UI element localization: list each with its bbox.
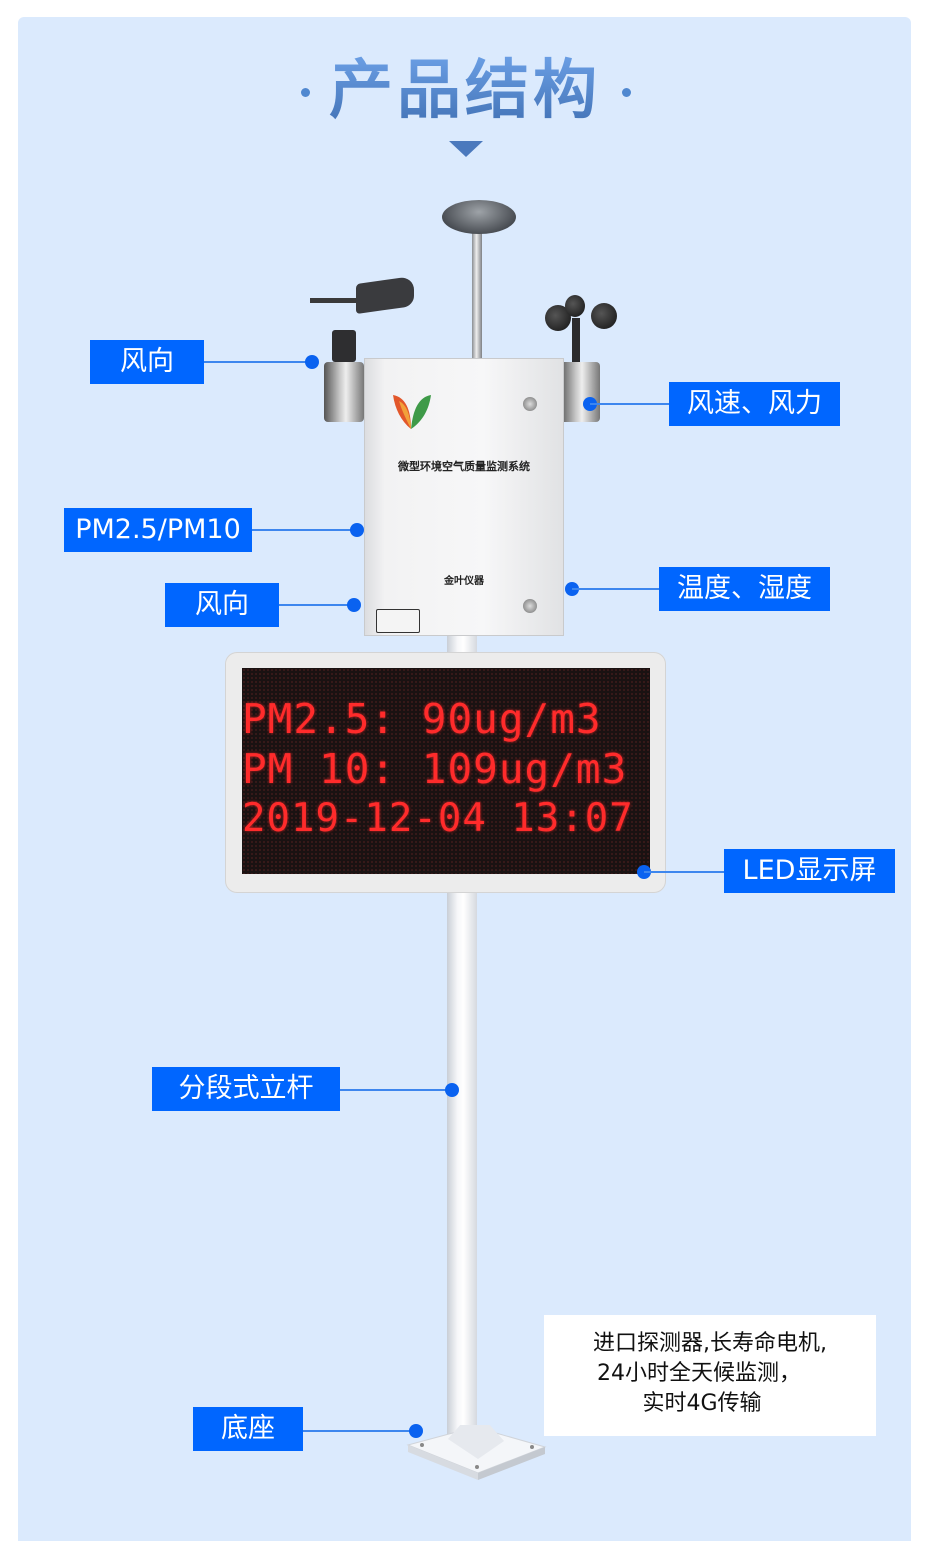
pole-upper bbox=[447, 636, 477, 656]
connector-line bbox=[279, 604, 354, 606]
wind-direction-sensor bbox=[324, 362, 364, 422]
connector-dot bbox=[445, 1083, 459, 1097]
led-display-screen: PM2.5: 90ug/m3 PM 10: 109ug/m3 2019-12-0… bbox=[242, 668, 650, 874]
brand-logo-icon bbox=[393, 395, 431, 429]
wind-speed-sensor bbox=[560, 362, 600, 422]
title-bullet-left bbox=[301, 88, 310, 97]
connector-line bbox=[252, 529, 355, 531]
connector-line bbox=[644, 871, 726, 873]
sensor-enclosure: 微型环境空气质量监测系统 金叶仪器 bbox=[364, 358, 564, 636]
anemometer-cup-right bbox=[591, 303, 617, 329]
screw-icon bbox=[523, 599, 537, 613]
label-wind-direction: 风向 bbox=[90, 340, 204, 384]
led-line-pm10: PM 10: 109ug/m3 bbox=[242, 745, 628, 793]
connector-dot bbox=[347, 598, 361, 612]
led-line-pm25: PM2.5: 90ug/m3 bbox=[242, 695, 602, 743]
segmented-pole bbox=[447, 890, 477, 1435]
label-wind-speed-force: 风速、风力 bbox=[669, 382, 840, 426]
wind-direction-sensor-head bbox=[332, 330, 356, 362]
label-led-display: LED显示屏 bbox=[724, 849, 895, 893]
label-base: 底座 bbox=[193, 1407, 303, 1451]
rain-shield bbox=[442, 200, 516, 234]
screw-icon bbox=[523, 397, 537, 411]
label-wind-direction: 风向 bbox=[165, 583, 279, 627]
connector-line bbox=[303, 1430, 416, 1432]
feature-note-line: 进口探测器,长寿命电机, bbox=[593, 1331, 827, 1356]
enclosure-brand: 金叶仪器 bbox=[444, 576, 484, 587]
rain-mast bbox=[472, 228, 482, 363]
enclosure-title: 微型环境空气质量监测系统 bbox=[398, 460, 530, 473]
feature-note: 进口探测器,长寿命电机, 24小时全天候监测， 实时4G传输 bbox=[544, 1315, 876, 1436]
feature-note-line: 实时4G传输 bbox=[642, 1391, 762, 1416]
connector-dot bbox=[350, 523, 364, 537]
page-title: 产品结构 bbox=[329, 50, 601, 132]
label-pm25-pm10: PM2.5/PM10 bbox=[64, 508, 252, 552]
connector-dot bbox=[409, 1424, 423, 1438]
feature-note-line: 24小时全天候监测， bbox=[597, 1361, 801, 1386]
anemometer-stem bbox=[572, 318, 580, 366]
label-segmented-pole: 分段式立杆 bbox=[152, 1067, 340, 1111]
connector-line bbox=[204, 361, 310, 363]
label-temperature-humidity: 温度、湿度 bbox=[659, 567, 830, 611]
down-arrow-icon bbox=[449, 141, 483, 157]
connector-line bbox=[572, 588, 660, 590]
connector-dot bbox=[305, 355, 319, 369]
pole-base bbox=[406, 1425, 547, 1480]
warning-label bbox=[376, 609, 420, 633]
title-bullet-right bbox=[622, 88, 631, 97]
anemometer-hub bbox=[565, 295, 585, 317]
led-line-datetime: 2019-12-04 13:07 bbox=[242, 796, 634, 841]
connector-line bbox=[340, 1089, 452, 1091]
title-area: 产品结构 bbox=[0, 50, 930, 132]
connector-line bbox=[590, 403, 670, 405]
